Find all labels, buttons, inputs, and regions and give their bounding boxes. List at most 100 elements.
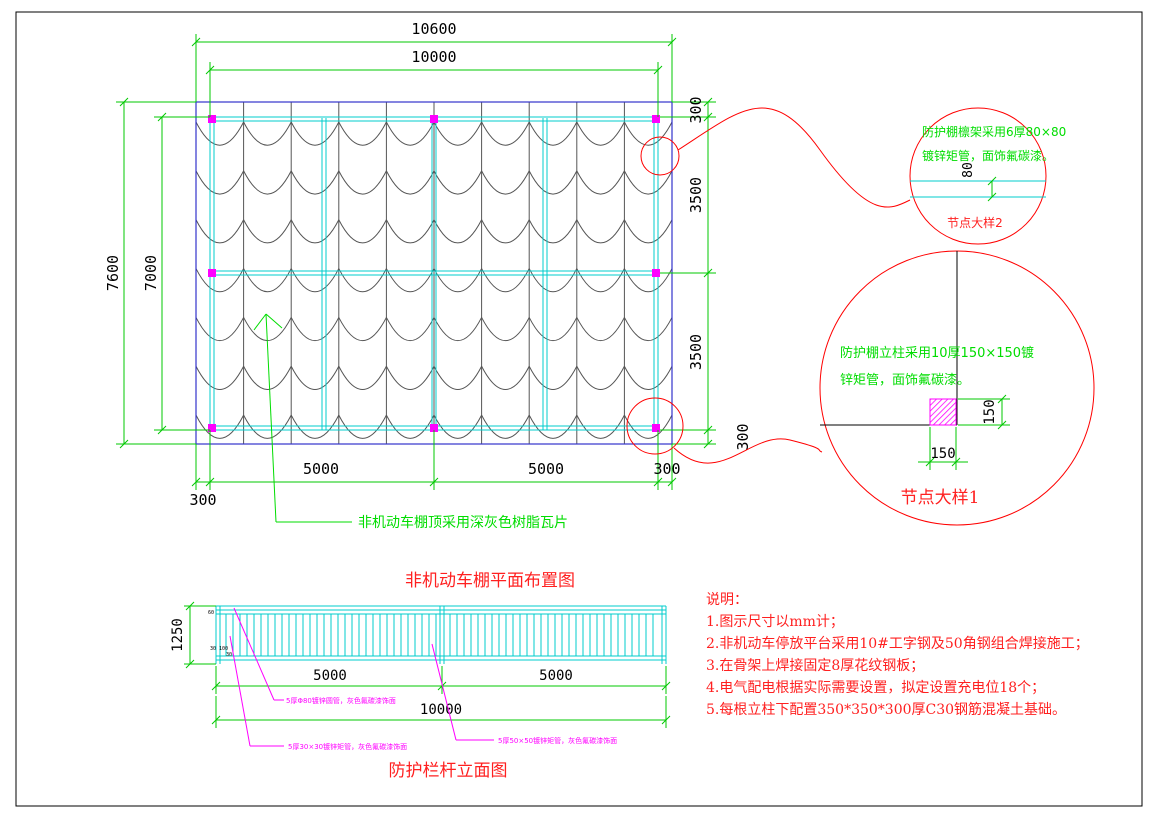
columns xyxy=(208,115,660,432)
roof-tile xyxy=(385,366,435,390)
roof-tile xyxy=(481,268,530,293)
roof-tile xyxy=(481,170,530,195)
roof-tile xyxy=(195,317,245,342)
plan-dimension-lines xyxy=(116,34,716,490)
roof-tile xyxy=(195,414,245,439)
roof-tile xyxy=(433,170,483,195)
dim-inner-width: 10000 xyxy=(411,48,456,66)
roof-tile xyxy=(528,414,578,439)
detail1-note-line2: 锌矩管，面饰氟碳漆。 xyxy=(840,372,970,388)
detail-callouts xyxy=(626,107,1095,526)
detail1-column-section xyxy=(929,398,957,426)
elev-dim-small-3: 30 xyxy=(226,652,232,658)
dim-overall-height: 7600 xyxy=(104,255,122,291)
detail2-note-line1: 防护棚檩架采用6厚80×80 xyxy=(922,124,1066,139)
railing-frame xyxy=(215,605,667,664)
railing-balusters xyxy=(225,614,654,656)
roof-tile xyxy=(623,121,673,146)
column-post xyxy=(652,424,660,432)
elev-dim-small-1: 60 xyxy=(208,610,214,616)
dim-right-offset: 300 xyxy=(653,460,680,478)
roof-tile xyxy=(528,170,578,195)
detail1-leader xyxy=(673,438,823,464)
detail2-label: 节点大样2 xyxy=(947,215,1003,230)
roof-note: 非机动车棚顶采用深灰色树脂瓦片 xyxy=(358,514,568,531)
roof-tile xyxy=(576,170,625,195)
roof-tile xyxy=(290,121,340,146)
roof-tile xyxy=(195,121,245,146)
general-notes: 说明： 1.图示尺寸以mm计； 2.非机动车停放平台采用10#工字钢及50角钢组… xyxy=(706,592,1089,718)
detail1-label: 节点大样1 xyxy=(901,488,980,508)
dim-bay-lower: 3500 xyxy=(687,334,705,370)
elevation-dimension-lines xyxy=(184,601,671,728)
plan-title: 非机动车棚平面布置图 xyxy=(405,571,575,591)
roof-tile xyxy=(433,121,483,146)
dim-left-offset: 300 xyxy=(189,491,216,509)
notes-heading: 说明： xyxy=(706,592,748,608)
elev-dim-height: 1250 xyxy=(170,618,186,652)
roof-tile xyxy=(195,219,245,244)
roof-tile xyxy=(385,317,435,342)
roof-tile xyxy=(528,317,578,342)
roof-tile xyxy=(195,268,245,293)
elevation-leaders xyxy=(229,607,494,747)
column-post xyxy=(430,424,438,432)
roof-tile xyxy=(623,170,673,195)
detail2: 80 防护棚檩架采用6厚80×80 镀锌矩管，面饰氟碳漆。 节点大样2 xyxy=(910,124,1066,230)
column-post xyxy=(208,424,216,432)
roof-tile xyxy=(243,414,292,439)
dim-bottom-offset: 300 xyxy=(734,423,752,450)
roof-tile xyxy=(385,268,435,293)
notes-item: 2.非机动车停放平台采用10#工字钢及50角钢组合焊接施工； xyxy=(706,635,1089,652)
roof-tile xyxy=(433,219,483,244)
notes-item: 5.每根立柱下配置350*350*300厚C30钢筋混凝土基础。 xyxy=(706,701,1066,718)
roof-tile xyxy=(623,414,673,439)
detail2-note-line2: 镀锌矩管，面饰氟碳漆。 xyxy=(922,148,1054,163)
notes-item: 1.图示尺寸以mm计； xyxy=(706,614,844,630)
roof-tile xyxy=(623,268,673,293)
column-post xyxy=(208,269,216,277)
roof-tile xyxy=(576,317,625,342)
detail2-dim: 80 xyxy=(961,162,976,178)
roof-tile xyxy=(576,268,625,293)
roof-tile xyxy=(576,414,625,439)
roof-tile xyxy=(528,366,578,390)
roof-tile xyxy=(433,414,483,439)
roof-tile xyxy=(623,219,673,244)
roof-tile xyxy=(528,219,578,244)
roof-tile xyxy=(433,366,483,390)
elev-dim-span-right: 5000 xyxy=(539,668,573,684)
roof-tile xyxy=(290,170,340,195)
roof-tile xyxy=(338,414,387,439)
roof-tile xyxy=(338,170,387,195)
roof-tile xyxy=(623,317,673,342)
plan-view: 10600 10000 7600 7000 300 3500 3500 300 … xyxy=(104,20,752,591)
column-post xyxy=(652,115,660,123)
detail1-dim-horizontal: 150 xyxy=(930,446,955,462)
dim-span-right: 5000 xyxy=(528,460,564,478)
detail1-note-line1: 防护棚立柱采用10厚150×150镀 xyxy=(840,345,1034,361)
roof-tile xyxy=(243,366,292,390)
notes-item: 4.电气配电根据实际需要设置，拟定设置充电位18个； xyxy=(706,680,1045,696)
roof-tile xyxy=(338,219,387,244)
roof-tile xyxy=(528,121,578,146)
roof-tile xyxy=(385,414,435,439)
roof-tile xyxy=(576,219,625,244)
elev-note-post: 5厚50×50镀锌矩管，灰色氟碳漆饰面 xyxy=(498,736,617,745)
roof-tile xyxy=(576,366,625,390)
column-post xyxy=(208,115,216,123)
roof-tile xyxy=(243,268,292,293)
detail1: 150 150 防护棚立柱采用10厚150×150镀 锌矩管，面饰氟碳漆。 节点… xyxy=(820,251,1034,508)
detail2-marker-circle xyxy=(640,136,680,176)
dim-inner-height: 7000 xyxy=(142,255,160,291)
roof-tile xyxy=(623,366,673,390)
roof-tile xyxy=(290,268,340,293)
roof-tile xyxy=(243,170,292,195)
dim-overall-width: 10600 xyxy=(411,20,456,38)
roof-tile xyxy=(481,219,530,244)
roof-tile xyxy=(338,268,387,293)
detail1-dim-vertical: 150 xyxy=(982,399,998,424)
roof-tile xyxy=(433,317,483,342)
detail2-leader xyxy=(677,107,911,208)
